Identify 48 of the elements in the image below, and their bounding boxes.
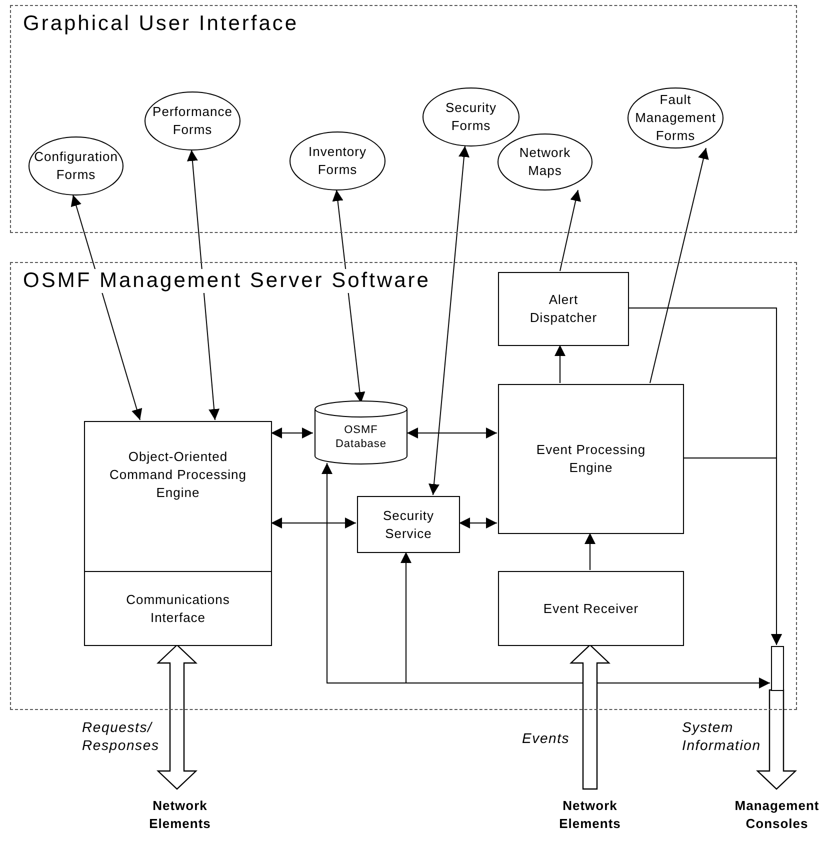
form-ellipse (627, 87, 724, 149)
node-label: Object-Oriented Command Processing Engine (108, 448, 248, 502)
arrow (458, 518, 498, 528)
arrow (70, 194, 142, 420)
node-label: Inventory Forms (308, 143, 368, 179)
arrow (322, 462, 770, 688)
arrow (270, 518, 356, 528)
process-box (357, 496, 460, 553)
node-label: Communications Interface (125, 590, 231, 626)
block-arrow (756, 689, 797, 790)
channel-bar (771, 646, 784, 691)
arrow (560, 190, 581, 272)
database-cylinder (314, 401, 408, 464)
node-label: Management Consoles (734, 797, 820, 833)
process-box (498, 384, 684, 534)
block-arrow (156, 644, 198, 790)
node-label: Alert Dispatcher (529, 291, 598, 327)
process-box (84, 571, 272, 646)
node-label: Event Processing Engine (535, 441, 647, 477)
arrow (270, 428, 314, 438)
node-label: Network Elements (148, 797, 212, 833)
node-label: Event Receiver (543, 600, 639, 618)
arrow (406, 428, 498, 438)
node-label: Configuration Forms (34, 148, 118, 184)
arrow (428, 146, 470, 496)
form-ellipse (497, 133, 593, 191)
process-box (498, 272, 629, 346)
block-arrow (570, 644, 610, 790)
form-ellipse (144, 91, 241, 151)
node-label: OSMF Database (334, 422, 388, 450)
process-box (498, 571, 684, 646)
arrow (584, 532, 596, 570)
arrow (650, 148, 709, 384)
node-label: Network Elements (558, 797, 622, 833)
form-ellipse (28, 136, 124, 196)
form-ellipse (289, 131, 386, 191)
node-label: Network Maps (518, 144, 572, 180)
dashed-group-frame (10, 262, 797, 710)
arrow (682, 458, 782, 646)
dashed-group-frame (10, 5, 797, 233)
node-label: Security Service (382, 506, 435, 542)
process-box (84, 421, 272, 572)
form-ellipse (422, 87, 520, 147)
node-label: Security Forms (444, 99, 498, 135)
arrow (554, 344, 566, 384)
arrow (186, 150, 220, 420)
node-label: Performance Forms (152, 103, 232, 139)
node-label: Fault Management Forms (635, 91, 716, 145)
